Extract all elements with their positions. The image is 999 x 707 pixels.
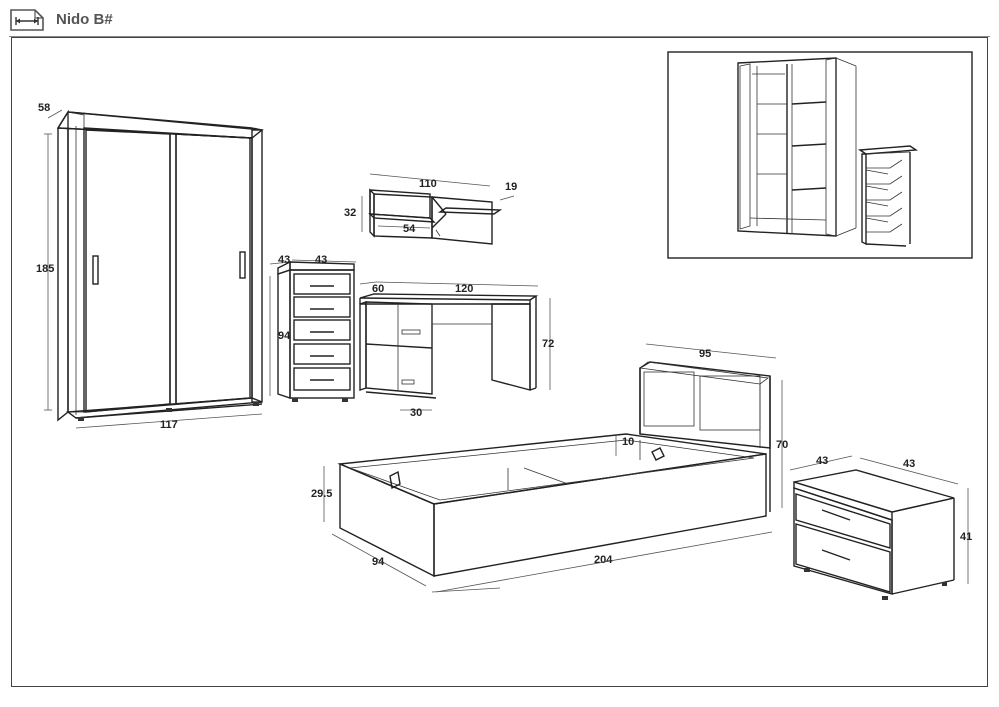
nightstand	[789, 455, 969, 600]
dim-bed-length: 204	[594, 554, 613, 566]
dim-chest-depth: 43	[278, 254, 290, 266]
dim-desk-shelf: 30	[410, 407, 422, 419]
dim-wardrobe-depth: 58	[38, 102, 50, 114]
dim-chest-width: 43	[315, 254, 327, 266]
interior-view-inset	[667, 51, 973, 259]
dim-bed-side-height: 29.5	[311, 488, 332, 500]
dim-desk-depth: 60	[372, 283, 384, 295]
wall-shelf	[361, 173, 515, 245]
dim-shelf-depth: 19	[505, 181, 517, 193]
dim-chest-height: 94	[278, 330, 291, 342]
dim-desk-height: 72	[542, 338, 554, 350]
wardrobe	[44, 109, 264, 429]
dim-bed-depth: 94	[372, 556, 385, 568]
dim-nightstand-width: 43	[903, 458, 915, 470]
dim-nightstand-depth: 43	[816, 455, 828, 467]
dim-shelf-inner: 54	[403, 223, 416, 235]
dim-nightstand-height: 41	[960, 531, 972, 543]
header-divider	[9, 36, 990, 37]
page-title: Nido B#	[56, 11, 113, 28]
wardrobe-interior	[737, 57, 857, 237]
dimension-labels: 58 185 117 110 19 32 54 43 43 94 60 120 …	[36, 102, 972, 568]
bed	[323, 343, 783, 593]
chest-of-drawers	[269, 259, 357, 402]
dim-bed-headboard-height: 70	[776, 439, 788, 451]
header-bar: Nido B#	[0, 0, 999, 37]
dim-bed-width: 95	[699, 348, 711, 360]
dim-wardrobe-width: 117	[160, 419, 178, 431]
drawing-frame	[11, 37, 988, 687]
dim-bed-inner-drop: 10	[622, 436, 634, 448]
dim-shelf-height: 32	[344, 207, 356, 219]
chest-interior	[857, 145, 919, 247]
dim-shelf-width: 110	[419, 178, 437, 190]
desk	[359, 281, 551, 411]
dim-desk-width: 120	[455, 283, 473, 295]
dim-wardrobe-height: 185	[36, 263, 54, 275]
width-arrow-icon	[10, 9, 44, 31]
